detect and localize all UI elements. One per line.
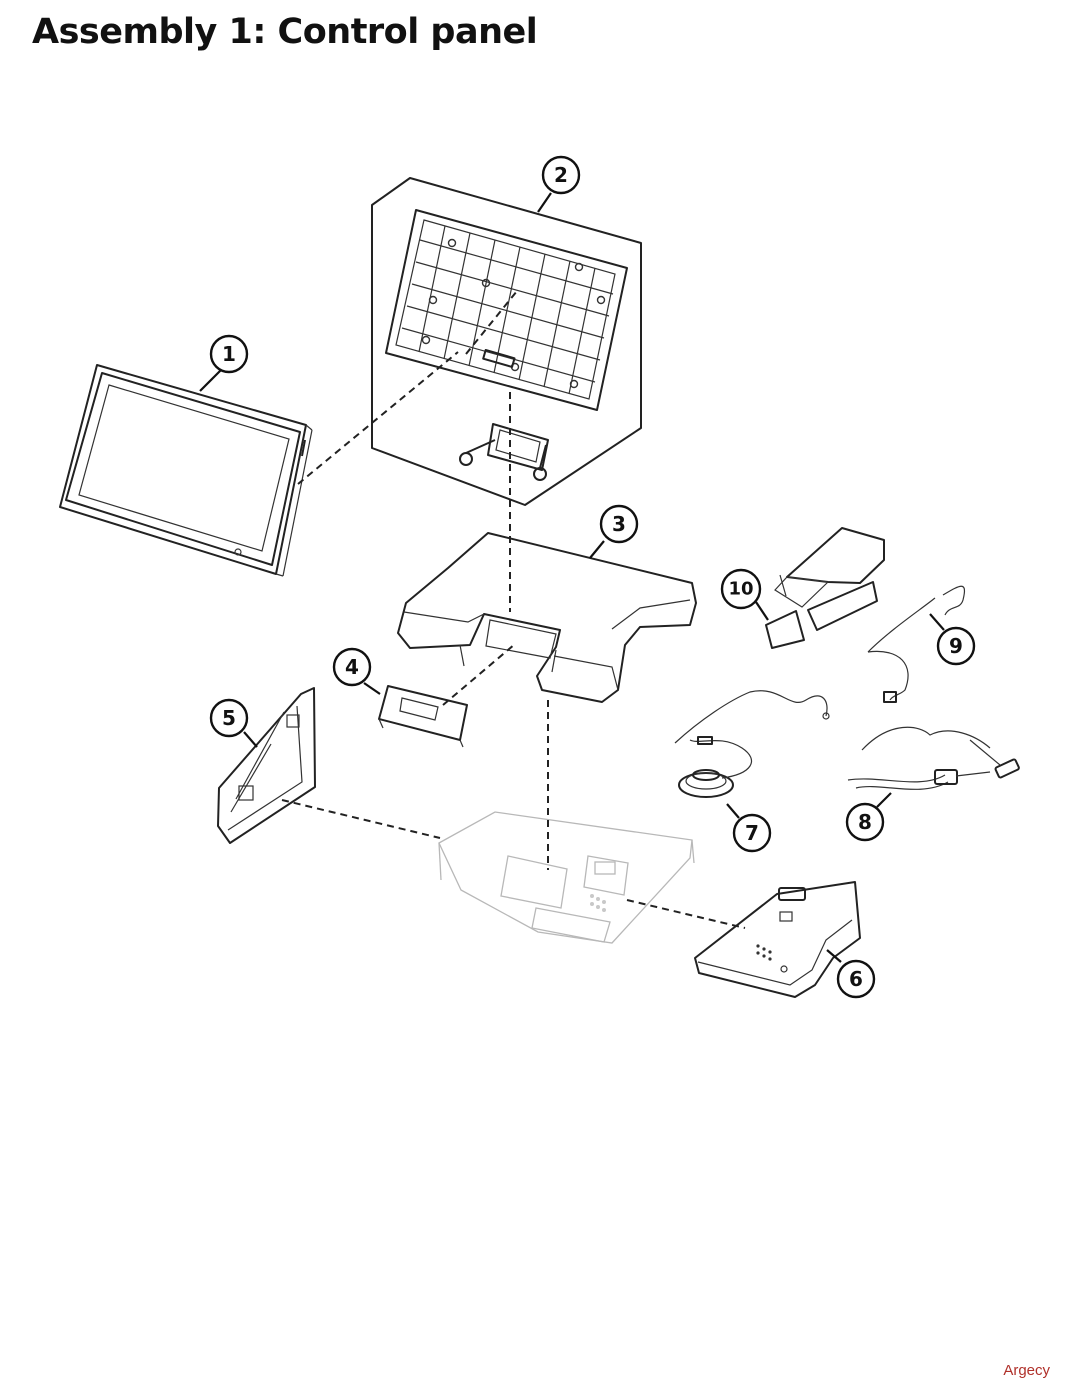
callout-5: 5	[209, 698, 249, 738]
part-6-rear-cover	[694, 881, 861, 998]
callout-9: 9	[936, 626, 976, 666]
svg-text:5: 5	[222, 706, 236, 730]
detail-box	[371, 177, 642, 506]
part-3-cover	[397, 532, 697, 703]
svg-text:3: 3	[612, 512, 626, 536]
svg-text:4: 4	[345, 655, 359, 679]
part-4-bracket	[378, 685, 468, 748]
assembly-lines	[281, 290, 746, 929]
part-2-hinge-bracket	[459, 423, 549, 481]
part-7-speaker	[674, 690, 830, 798]
part-9-cable	[867, 585, 965, 703]
callout-1: 1	[209, 334, 249, 374]
part-10-flat-cable-bracket	[765, 527, 885, 649]
svg-text:9: 9	[949, 634, 963, 658]
callout-10: 10	[720, 568, 762, 610]
callout-7: 7	[732, 813, 772, 853]
callout-4: 4	[332, 647, 372, 687]
part-1-display	[59, 364, 313, 577]
callout-3: 3	[599, 504, 639, 544]
callout-6: 6	[836, 959, 876, 999]
callout-2: 2	[541, 155, 581, 195]
base-plate	[438, 811, 695, 944]
svg-text:8: 8	[858, 810, 872, 834]
svg-text:10: 10	[728, 579, 753, 600]
page-title: Assembly 1: Control panel	[32, 12, 538, 52]
svg-text:6: 6	[849, 967, 863, 991]
part-8-cable	[847, 726, 1020, 790]
svg-text:1: 1	[222, 342, 236, 366]
svg-text:7: 7	[745, 821, 759, 845]
callout-8: 8	[845, 802, 885, 842]
svg-text:2: 2	[554, 163, 568, 187]
part-5-side-bracket	[217, 687, 316, 844]
watermark: Argecy	[1003, 1362, 1050, 1379]
part-2-rear-housing	[385, 209, 628, 411]
leader-lines	[199, 192, 945, 963]
